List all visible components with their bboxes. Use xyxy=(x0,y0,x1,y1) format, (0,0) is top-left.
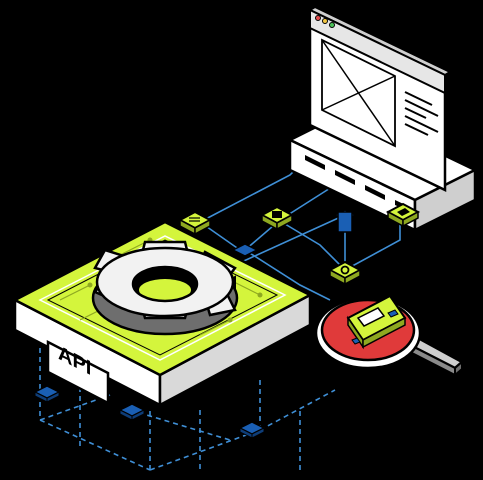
api-label-tag xyxy=(46,339,110,406)
node-marker-blue-1 xyxy=(333,209,357,233)
gear-icon xyxy=(340,265,350,275)
window-close-dot xyxy=(315,15,321,21)
node-user xyxy=(385,202,421,228)
gear-icon xyxy=(91,240,239,336)
question-icon xyxy=(118,403,146,421)
window-minimize-dot xyxy=(322,18,328,24)
node-document xyxy=(177,210,213,236)
node-gear xyxy=(327,260,363,286)
browser-window-icon xyxy=(307,5,453,192)
magnifying-glass-icon xyxy=(314,294,465,378)
window-maximize-dot xyxy=(329,22,335,28)
text-lines xyxy=(404,91,439,136)
browser-server-stack xyxy=(287,5,478,233)
card-icon xyxy=(346,294,407,350)
question-icon xyxy=(238,421,266,439)
node-marker-blue-2 xyxy=(231,243,259,257)
question-icon xyxy=(33,385,61,403)
question-markers xyxy=(33,385,266,439)
card-icon xyxy=(272,211,282,218)
node-card xyxy=(259,205,295,231)
document-icon xyxy=(189,217,200,222)
